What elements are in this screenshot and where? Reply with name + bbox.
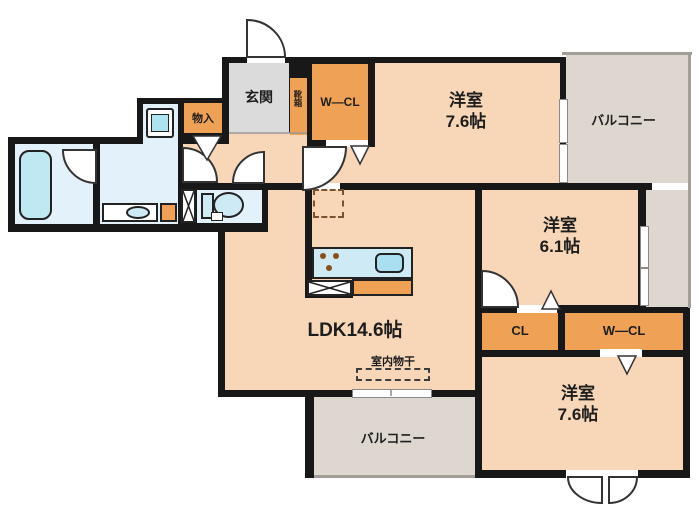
balcony-bottom-left-wall (305, 397, 314, 478)
wcl-bottom-opening (600, 349, 642, 357)
entrance-door-gap (247, 57, 285, 63)
walkin-closet-bottom-floor (565, 313, 683, 350)
balcony-rail-top (562, 52, 692, 55)
walkin-closet-top-floor (312, 64, 368, 140)
french-door-left-arc (566, 476, 603, 505)
kitchen-left-wall (305, 183, 312, 293)
balcony-bottom-floor (314, 397, 475, 475)
shoe-box-floor (290, 78, 307, 135)
bedroom-mid-window-1 (640, 226, 649, 268)
bathtub (19, 150, 52, 220)
bedroom-top-label: 洋室 7.6帖 (445, 91, 487, 132)
wcl-top-opening (326, 140, 368, 147)
balcony-bottom-label: バルコニー (360, 431, 426, 446)
entrance-door-arc (246, 18, 287, 58)
entrance-label: 玄関 (245, 89, 273, 105)
kitchen-sink (375, 253, 404, 273)
french-door-right-arc (608, 476, 639, 505)
ldk-balcony-window (352, 389, 432, 398)
closet-mid-floor (482, 313, 558, 350)
entrance-floor (229, 63, 289, 133)
indoor-drying-label: 室内物干 (371, 356, 415, 368)
refrigerator-space (313, 189, 344, 218)
bedroom-top-window-2 (559, 144, 568, 183)
bedroom-top-window-1 (559, 99, 568, 143)
bedroom-mid-label: 洋室 6.1帖 (539, 216, 581, 257)
indoor-drying-area (356, 368, 430, 381)
bedroom-mid-window-2 (640, 268, 649, 306)
balcony-rail-bottom (314, 475, 475, 478)
balcony-right-label: バルコニー (591, 113, 656, 128)
entrance-hall-floor (229, 133, 307, 183)
toilet-washlet (211, 212, 223, 221)
kitchen-cabinet (352, 279, 413, 296)
ldk-label: LDK14.6帖 (307, 320, 403, 341)
bedroom-bottom-floor (482, 357, 683, 470)
bedroom-top-floor (375, 63, 560, 183)
balcony-right-floor (566, 55, 688, 183)
storage-label: 物入 (192, 113, 214, 125)
kitchen-hatch-box (307, 280, 352, 296)
pipe-shaft-box (181, 189, 196, 223)
closet-mid-opening (517, 305, 557, 313)
ldk-floor-upper (268, 190, 475, 235)
balcony-rail-right (688, 52, 691, 308)
bedroom-bottom-label: 洋室 7.6帖 (557, 384, 599, 425)
washroom-cabinet (160, 203, 177, 222)
closet-mid-label: CL (511, 323, 529, 338)
bedroom-top-alcove-floor (312, 147, 375, 183)
shoe-box-label: 靴箱 (293, 90, 303, 107)
wcl-top-label: W―CL (320, 95, 360, 109)
storage-floor (184, 103, 222, 133)
vanity-sink (126, 206, 150, 219)
french-door-gap (566, 470, 638, 478)
washing-machine (151, 114, 169, 132)
balcony-right-strip-floor (646, 190, 688, 307)
wcl-bottom-label: W―CL (602, 323, 646, 338)
